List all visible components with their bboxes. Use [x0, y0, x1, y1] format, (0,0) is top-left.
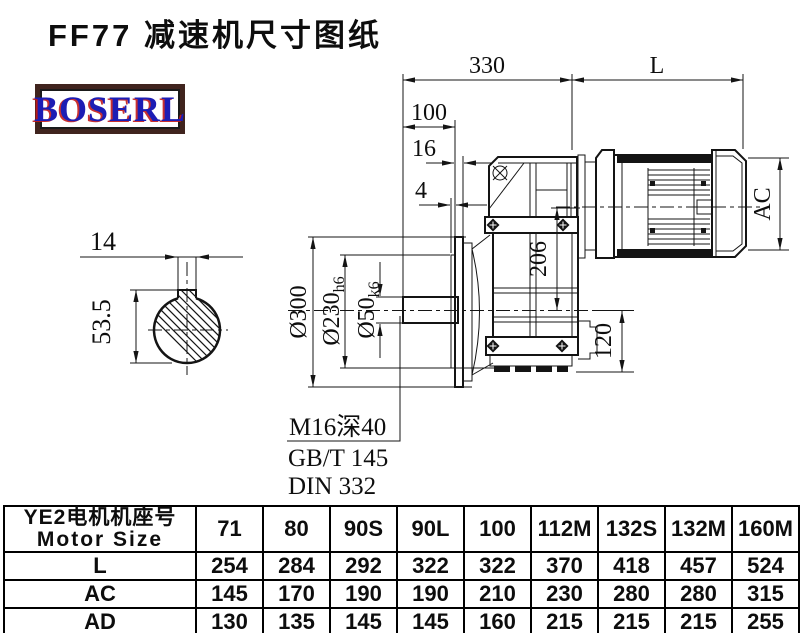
fan-cowl: [711, 149, 747, 258]
motor-size-table: YE2电机机座号 Motor Size 71 80 90S 90L 100 11…: [3, 504, 800, 633]
page-title: FF77 减速机尺寸图纸: [48, 18, 382, 53]
table-cell: 255: [731, 607, 800, 633]
table-cell: 418: [597, 551, 666, 582]
dim-330-label: 330: [469, 53, 505, 79]
motor-size-header-cell: YE2电机机座号 Motor Size: [3, 504, 197, 554]
table-cell: 280: [664, 579, 733, 610]
reducer-side-view: [288, 149, 762, 388]
table-cell: 135: [262, 607, 331, 633]
dimension-shaft-diameter: Ø50k6: [354, 262, 383, 358]
table-cell: 215: [530, 607, 599, 633]
motor: [577, 149, 747, 259]
column-header-71: 71: [195, 504, 264, 554]
table-cell: 370: [530, 551, 599, 582]
dimension-annotations: 330 L 100 16 4: [286, 53, 789, 388]
shaft-cross-section-view: 14 53.5: [80, 227, 243, 375]
dim-230-tolerance: h6: [331, 276, 348, 292]
dimension-206: 206: [526, 208, 560, 310]
dim-50-tolerance: k6: [366, 281, 383, 297]
table-cell: 170: [262, 579, 331, 610]
column-header-100: 100: [463, 504, 532, 554]
table-header-row: YE2电机机座号 Motor Size 71 80 90S 90L 100 11…: [3, 504, 800, 554]
dimension-120: 120: [591, 311, 625, 372]
table-cell: 130: [195, 607, 264, 633]
table-row-AD: AD 130 135 145 145 160 215 215 215 255: [3, 607, 800, 633]
table-cell: 145: [329, 607, 398, 633]
column-header-132M: 132M: [664, 504, 733, 554]
boserl-logo-frame: BOSERL: [34, 89, 185, 129]
boserl-logo: BOSERL: [34, 84, 185, 134]
thread-callout: M16深40 GB/T 145 DIN 332: [287, 316, 401, 500]
table-cell: 190: [329, 579, 398, 610]
motor-fins: [647, 168, 713, 246]
dimension-AC: AC: [750, 158, 783, 250]
table-cell: 322: [396, 551, 465, 582]
table-cell: 160: [463, 607, 532, 633]
dim-100-label: 100: [411, 100, 447, 126]
dim-206-label: 206: [526, 241, 552, 277]
dim-AC-label: AC: [750, 187, 776, 220]
header-english: Motor Size: [36, 528, 164, 552]
row-label-L: L: [3, 551, 197, 582]
dimension-spigot-diameter: Ø230h6: [319, 255, 348, 368]
table-cell: 292: [329, 551, 398, 582]
svg-text:Ø50k6: Ø50k6: [354, 281, 383, 338]
dim-300-label: Ø300: [286, 285, 312, 338]
table-cell: 145: [195, 579, 264, 610]
table-cell: 524: [731, 551, 800, 582]
table-cell: 145: [396, 607, 465, 633]
dim-120-label: 120: [591, 323, 617, 359]
dimension-flange-diameter: Ø300: [286, 237, 316, 387]
table-row-L: L 254 284 292 322 322 370 418 457 524: [3, 551, 800, 582]
dim-4-label: 4: [415, 178, 427, 204]
row-label-AC: AC: [3, 579, 197, 610]
column-header-160M: 160M: [731, 504, 800, 554]
tapped-hole-label: M16深40: [289, 413, 386, 441]
dimension-4: 4: [415, 178, 487, 208]
dim-53-5-label: 53.5: [87, 299, 116, 345]
table-cell: 210: [463, 579, 532, 610]
column-header-80: 80: [262, 504, 331, 554]
dimension-keyway-width: 14: [80, 227, 243, 289]
band-bolt-lower-right: [555, 339, 569, 353]
header-chinese: YE2电机机座号: [23, 506, 177, 529]
dim-230-label: Ø230: [319, 292, 345, 345]
standard-gb-label: GB/T 145: [288, 445, 388, 472]
table-cell: 215: [597, 607, 666, 633]
band-bolt-upper-right: [556, 218, 570, 232]
table-cell: 215: [664, 607, 733, 633]
gearbox-housing: [484, 156, 598, 372]
dimension-keyway-depth: 53.5: [87, 289, 177, 364]
table-cell: 322: [463, 551, 532, 582]
table-cell: 284: [262, 551, 331, 582]
dim-16-label: 16: [412, 136, 436, 162]
column-header-90S: 90S: [329, 504, 398, 554]
table-cell: 457: [664, 551, 733, 582]
table-row-AC: AC 145 170 190 190 210 230 280 280 315: [3, 579, 800, 610]
dimension-16: 16: [412, 136, 492, 166]
dimension-330: 330: [403, 53, 572, 83]
band-bolt-lower-left: [486, 339, 500, 353]
column-header-112M: 112M: [530, 504, 599, 554]
table-cell: 230: [530, 579, 599, 610]
table-cell: 280: [597, 579, 666, 610]
dimension-L: L: [572, 53, 743, 83]
svg-text:Ø230h6: Ø230h6: [319, 276, 348, 345]
band-bolt-upper-left: [486, 218, 500, 232]
column-header-132S: 132S: [597, 504, 666, 554]
technical-drawing: 14 53.5: [80, 53, 789, 500]
dim-L-label: L: [650, 53, 665, 79]
shaft-bore-outline: [152, 297, 222, 365]
dim-50-label: Ø50: [354, 297, 380, 338]
boserl-logo-text: BOSERL: [33, 89, 187, 129]
dimension-100: 100: [403, 100, 455, 130]
table-cell: 254: [195, 551, 264, 582]
table-cell: 315: [731, 579, 800, 610]
column-header-90L: 90L: [396, 504, 465, 554]
standard-din-label: DIN 332: [288, 473, 376, 500]
table-cell: 190: [396, 579, 465, 610]
row-label-AD: AD: [3, 607, 197, 633]
bolt-hole-marker: [492, 165, 508, 181]
dim-14-label: 14: [90, 227, 116, 256]
